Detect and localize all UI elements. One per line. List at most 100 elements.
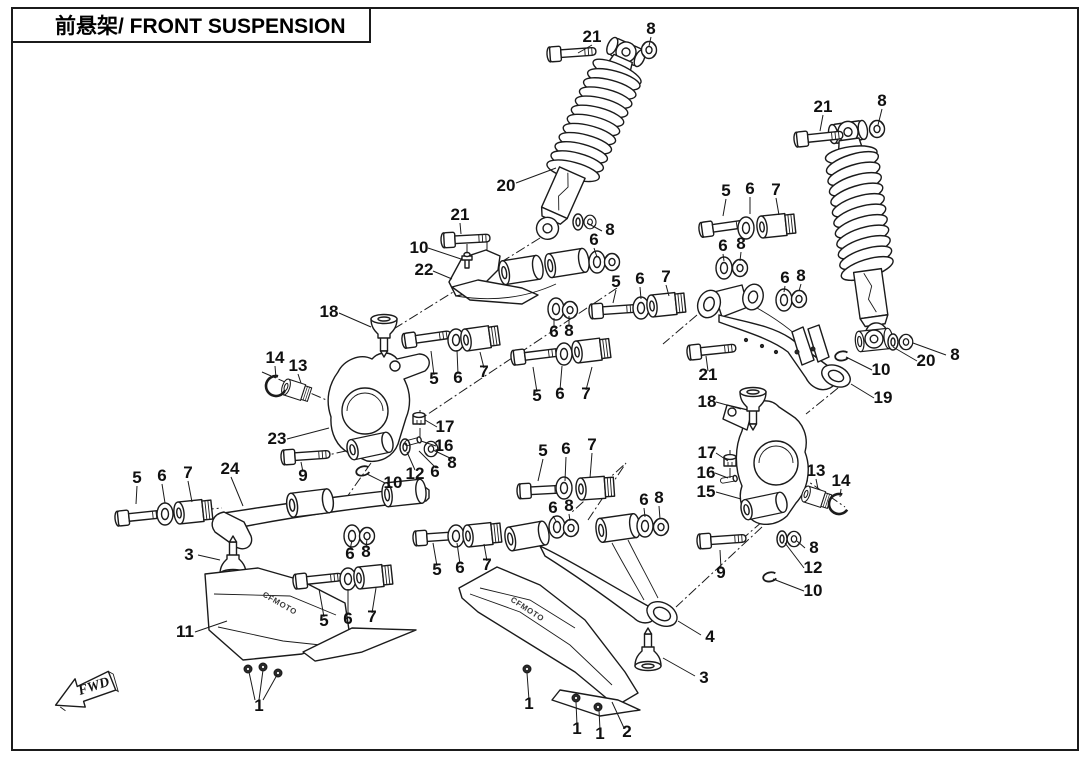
flange-nut <box>898 333 914 351</box>
callout-label: 20 <box>497 176 516 195</box>
callout-label: 5 <box>611 272 620 291</box>
hex-bolt <box>509 343 562 367</box>
flat-washer <box>548 515 566 539</box>
upper-left-control-arm <box>448 247 592 305</box>
title-box <box>11 7 371 43</box>
left-arm-guard: CFMOTO <box>204 567 417 662</box>
flange-nut <box>790 289 808 309</box>
knuckle-bushing <box>799 484 833 511</box>
callout-label: 10 <box>410 238 429 257</box>
callout-label: 20 <box>917 351 936 370</box>
callout-label: 1 <box>572 719 581 738</box>
hex-bolt <box>685 339 738 362</box>
arm-pivot-tube <box>542 247 592 279</box>
lower-ball-joint <box>634 627 662 672</box>
left-steering-knuckle <box>327 352 430 463</box>
callout-label: 17 <box>436 417 455 436</box>
callout-label: 8 <box>564 321 573 340</box>
guard-screw <box>258 662 268 672</box>
callout-label: 21 <box>699 365 718 384</box>
callout-label: 7 <box>587 435 596 454</box>
flat-washer <box>775 288 793 312</box>
flange-nut <box>731 258 749 278</box>
snap-ring <box>354 464 371 478</box>
callout-label: 5 <box>532 386 541 405</box>
callout-label: 11 <box>176 622 194 641</box>
callout-label: 8 <box>564 496 573 515</box>
callout-label: 4 <box>705 627 715 646</box>
hex-bolt <box>279 446 332 466</box>
hex-bolt <box>695 530 748 550</box>
callout-label: 8 <box>646 19 655 38</box>
rubber-bushing <box>458 323 501 353</box>
upper-ball-joint <box>370 313 398 358</box>
flat-washer <box>588 250 606 274</box>
callout-label: 12 <box>804 558 823 577</box>
page-title: 前悬架/ FRONT SUSPENSION <box>55 14 346 38</box>
callout-label: 6 <box>345 544 354 563</box>
callout-label: 24 <box>221 459 240 478</box>
flat-washer <box>156 502 174 526</box>
flat-washer <box>636 514 654 538</box>
callout-label: 5 <box>721 181 730 200</box>
callout-label: 6 <box>157 466 166 485</box>
guard-screw <box>593 702 603 712</box>
ball-joint-boss <box>646 601 678 627</box>
flange-nut <box>652 517 670 537</box>
callout-label: 6 <box>455 558 464 577</box>
callout-labels: 21 8 20 21 8 5 6 7 21 10 22 8 6 6 8 5 6 … <box>132 19 959 743</box>
callout-label: 8 <box>736 234 745 253</box>
callout-label: 8 <box>447 453 456 472</box>
callout-label: 8 <box>654 488 663 507</box>
flat-washer <box>547 297 565 321</box>
thin-washer <box>776 530 788 548</box>
shock-mount-bracket <box>807 324 830 363</box>
callout-label: 3 <box>184 545 193 564</box>
arm-front-tube <box>696 289 722 319</box>
callout-label: 16 <box>697 463 716 482</box>
rubber-bushing <box>352 562 394 591</box>
hex-bolt <box>400 326 453 350</box>
upper-right-control-arm <box>696 283 851 391</box>
rubber-bushing <box>574 475 616 502</box>
callout-label: 10 <box>872 360 891 379</box>
hex-bolt <box>291 568 344 591</box>
callout-label: 16 <box>435 436 454 455</box>
callout-label: 2 <box>622 722 631 741</box>
callout-label: 6 <box>635 269 644 288</box>
flange-nut <box>868 119 886 139</box>
callout-label: 7 <box>661 267 670 286</box>
callout-label: 18 <box>320 302 339 321</box>
rubber-bushing <box>645 290 687 319</box>
callout-label: 7 <box>479 362 488 381</box>
flange-nut <box>561 300 579 320</box>
callout-label: 1 <box>524 694 533 713</box>
title-block: 前悬架/ FRONT SUSPENSION <box>11 7 371 43</box>
flange-nut <box>562 518 580 538</box>
callout-label: 6 <box>780 268 789 287</box>
page-border <box>11 7 1079 751</box>
flange-nut <box>786 530 802 548</box>
knuckle-bushing <box>279 377 313 404</box>
callout-label: 13 <box>807 461 826 480</box>
callout-label: 9 <box>298 466 307 485</box>
rubber-bushing <box>755 211 797 240</box>
hex-bolt <box>587 300 640 320</box>
callout-label: 14 <box>266 348 285 367</box>
lower-right-control-arm <box>502 512 678 672</box>
callout-label: 21 <box>451 205 470 224</box>
callout-label: 18 <box>698 392 717 411</box>
callout-label: 5 <box>132 468 141 487</box>
hex-bolt <box>439 229 492 249</box>
guard-screw <box>273 668 283 678</box>
callout-label: 8 <box>877 91 886 110</box>
callout-label: 6 <box>555 384 564 403</box>
guard-screw <box>243 664 253 674</box>
callout-label: 5 <box>319 611 328 630</box>
arm-pivot-tube <box>496 254 546 286</box>
callout-label: 6 <box>343 609 352 628</box>
lower-left-control-arm <box>211 478 430 580</box>
ball-joint-boss <box>821 364 851 388</box>
callout-leaders <box>135 36 947 731</box>
